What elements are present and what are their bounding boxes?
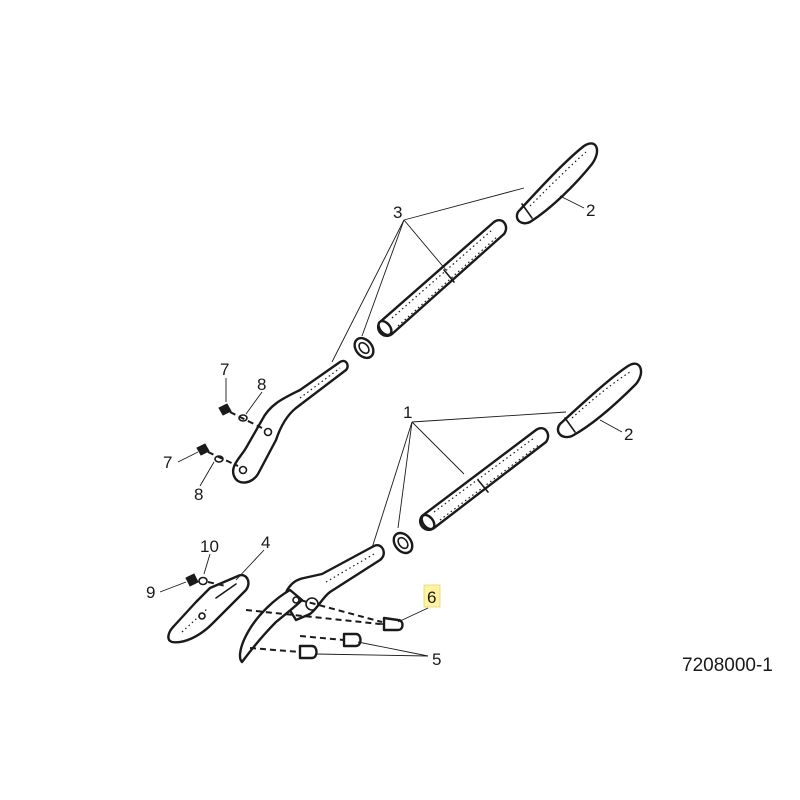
callout-6: 6 (427, 588, 436, 607)
callout-labels: 3 2 1 2 7 8 7 8 10 4 9 6 5 (146, 201, 633, 669)
lower-grip (556, 362, 643, 439)
drawing-number: 7208000-1 (682, 655, 773, 676)
callout-6-highlight (423, 584, 441, 608)
lower-tube (419, 427, 550, 531)
lower-ferrule (392, 531, 414, 555)
callout-2-upper: 2 (586, 201, 595, 220)
callout-4: 4 (261, 533, 270, 552)
lower-handle-assembly (167, 362, 643, 664)
leader-lines (159, 187, 623, 657)
upper-arm (231, 359, 349, 484)
upper-fasteners (196, 403, 263, 467)
callout-7-lower: 7 (163, 453, 172, 472)
lower-fasteners (185, 573, 227, 587)
callout-9: 9 (146, 583, 155, 602)
anvil-plate (167, 573, 250, 644)
lower-arm (238, 544, 385, 664)
callout-8-upper: 8 (257, 375, 266, 394)
callout-2-lower: 2 (624, 425, 633, 444)
callout-1: 1 (403, 403, 412, 422)
upper-ferrule (353, 336, 375, 360)
callout-5: 5 (432, 650, 441, 669)
bolts (245, 599, 404, 660)
callout-8-lower: 8 (194, 485, 203, 504)
upper-tube (377, 219, 508, 337)
upper-handle-assembly (196, 142, 599, 484)
upper-grip (515, 142, 599, 225)
callout-7-upper: 7 (220, 360, 229, 379)
callout-10: 10 (200, 537, 219, 556)
callout-3: 3 (393, 203, 402, 222)
